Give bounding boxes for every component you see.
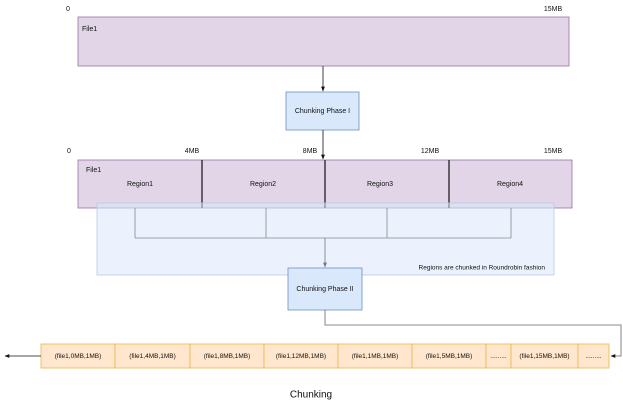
file1-label: File1 — [82, 26, 97, 33]
size-tick-label: 0 — [67, 148, 71, 155]
region-label: Region4 — [497, 181, 523, 188]
size-tick-label: 15MB — [544, 148, 563, 155]
chunk-cell — [189, 343, 265, 369]
regions-file-label: File1 — [86, 167, 101, 174]
chunk-label: (file1,12MB,1MB) — [276, 353, 326, 360]
chunk-label: (file1,0MB,1MB) — [55, 353, 102, 360]
chunk-label: (file1,8MB,1MB) — [204, 353, 251, 360]
size-end-label: 15MB — [544, 6, 563, 13]
chunk-label: (file1,4MB,1MB) — [129, 353, 176, 360]
chunk-label: ......... — [585, 353, 601, 360]
phase1-box — [285, 91, 360, 131]
chunk-cell — [337, 343, 413, 369]
size-tick-label: 8MB — [303, 148, 318, 155]
chunk-label: (file1,1MB,1MB) — [352, 353, 399, 360]
chunk-cell — [411, 343, 487, 369]
file1-box — [77, 16, 570, 67]
phase2-label: Chunking Phase II — [296, 286, 353, 293]
chunk-label: ......... — [490, 353, 506, 360]
size-tick-label: 4MB — [185, 148, 200, 155]
chunk-label: (file1,15MB,1MB) — [519, 353, 569, 360]
roundrobin-note: Regions are chunked in Roundrobin fashio… — [419, 265, 546, 272]
phase2-box — [287, 267, 363, 311]
diagram-caption: Chunking — [290, 390, 332, 401]
chunk-cell — [485, 343, 512, 369]
chunk-cell — [577, 343, 610, 369]
size-start-label: 0 — [66, 6, 70, 13]
chunk-cell — [114, 343, 191, 369]
size-tick-label: 12MB — [421, 148, 440, 155]
chunk-label: (file1,5MB,1MB) — [426, 353, 473, 360]
chunk-cell — [40, 343, 116, 369]
region-label: Region2 — [250, 181, 276, 188]
connector-to-chunks — [324, 310, 622, 358]
region-label: Region1 — [127, 181, 153, 188]
region-label: Region3 — [367, 181, 393, 188]
phase1-label: Chunking Phase I — [295, 108, 350, 115]
